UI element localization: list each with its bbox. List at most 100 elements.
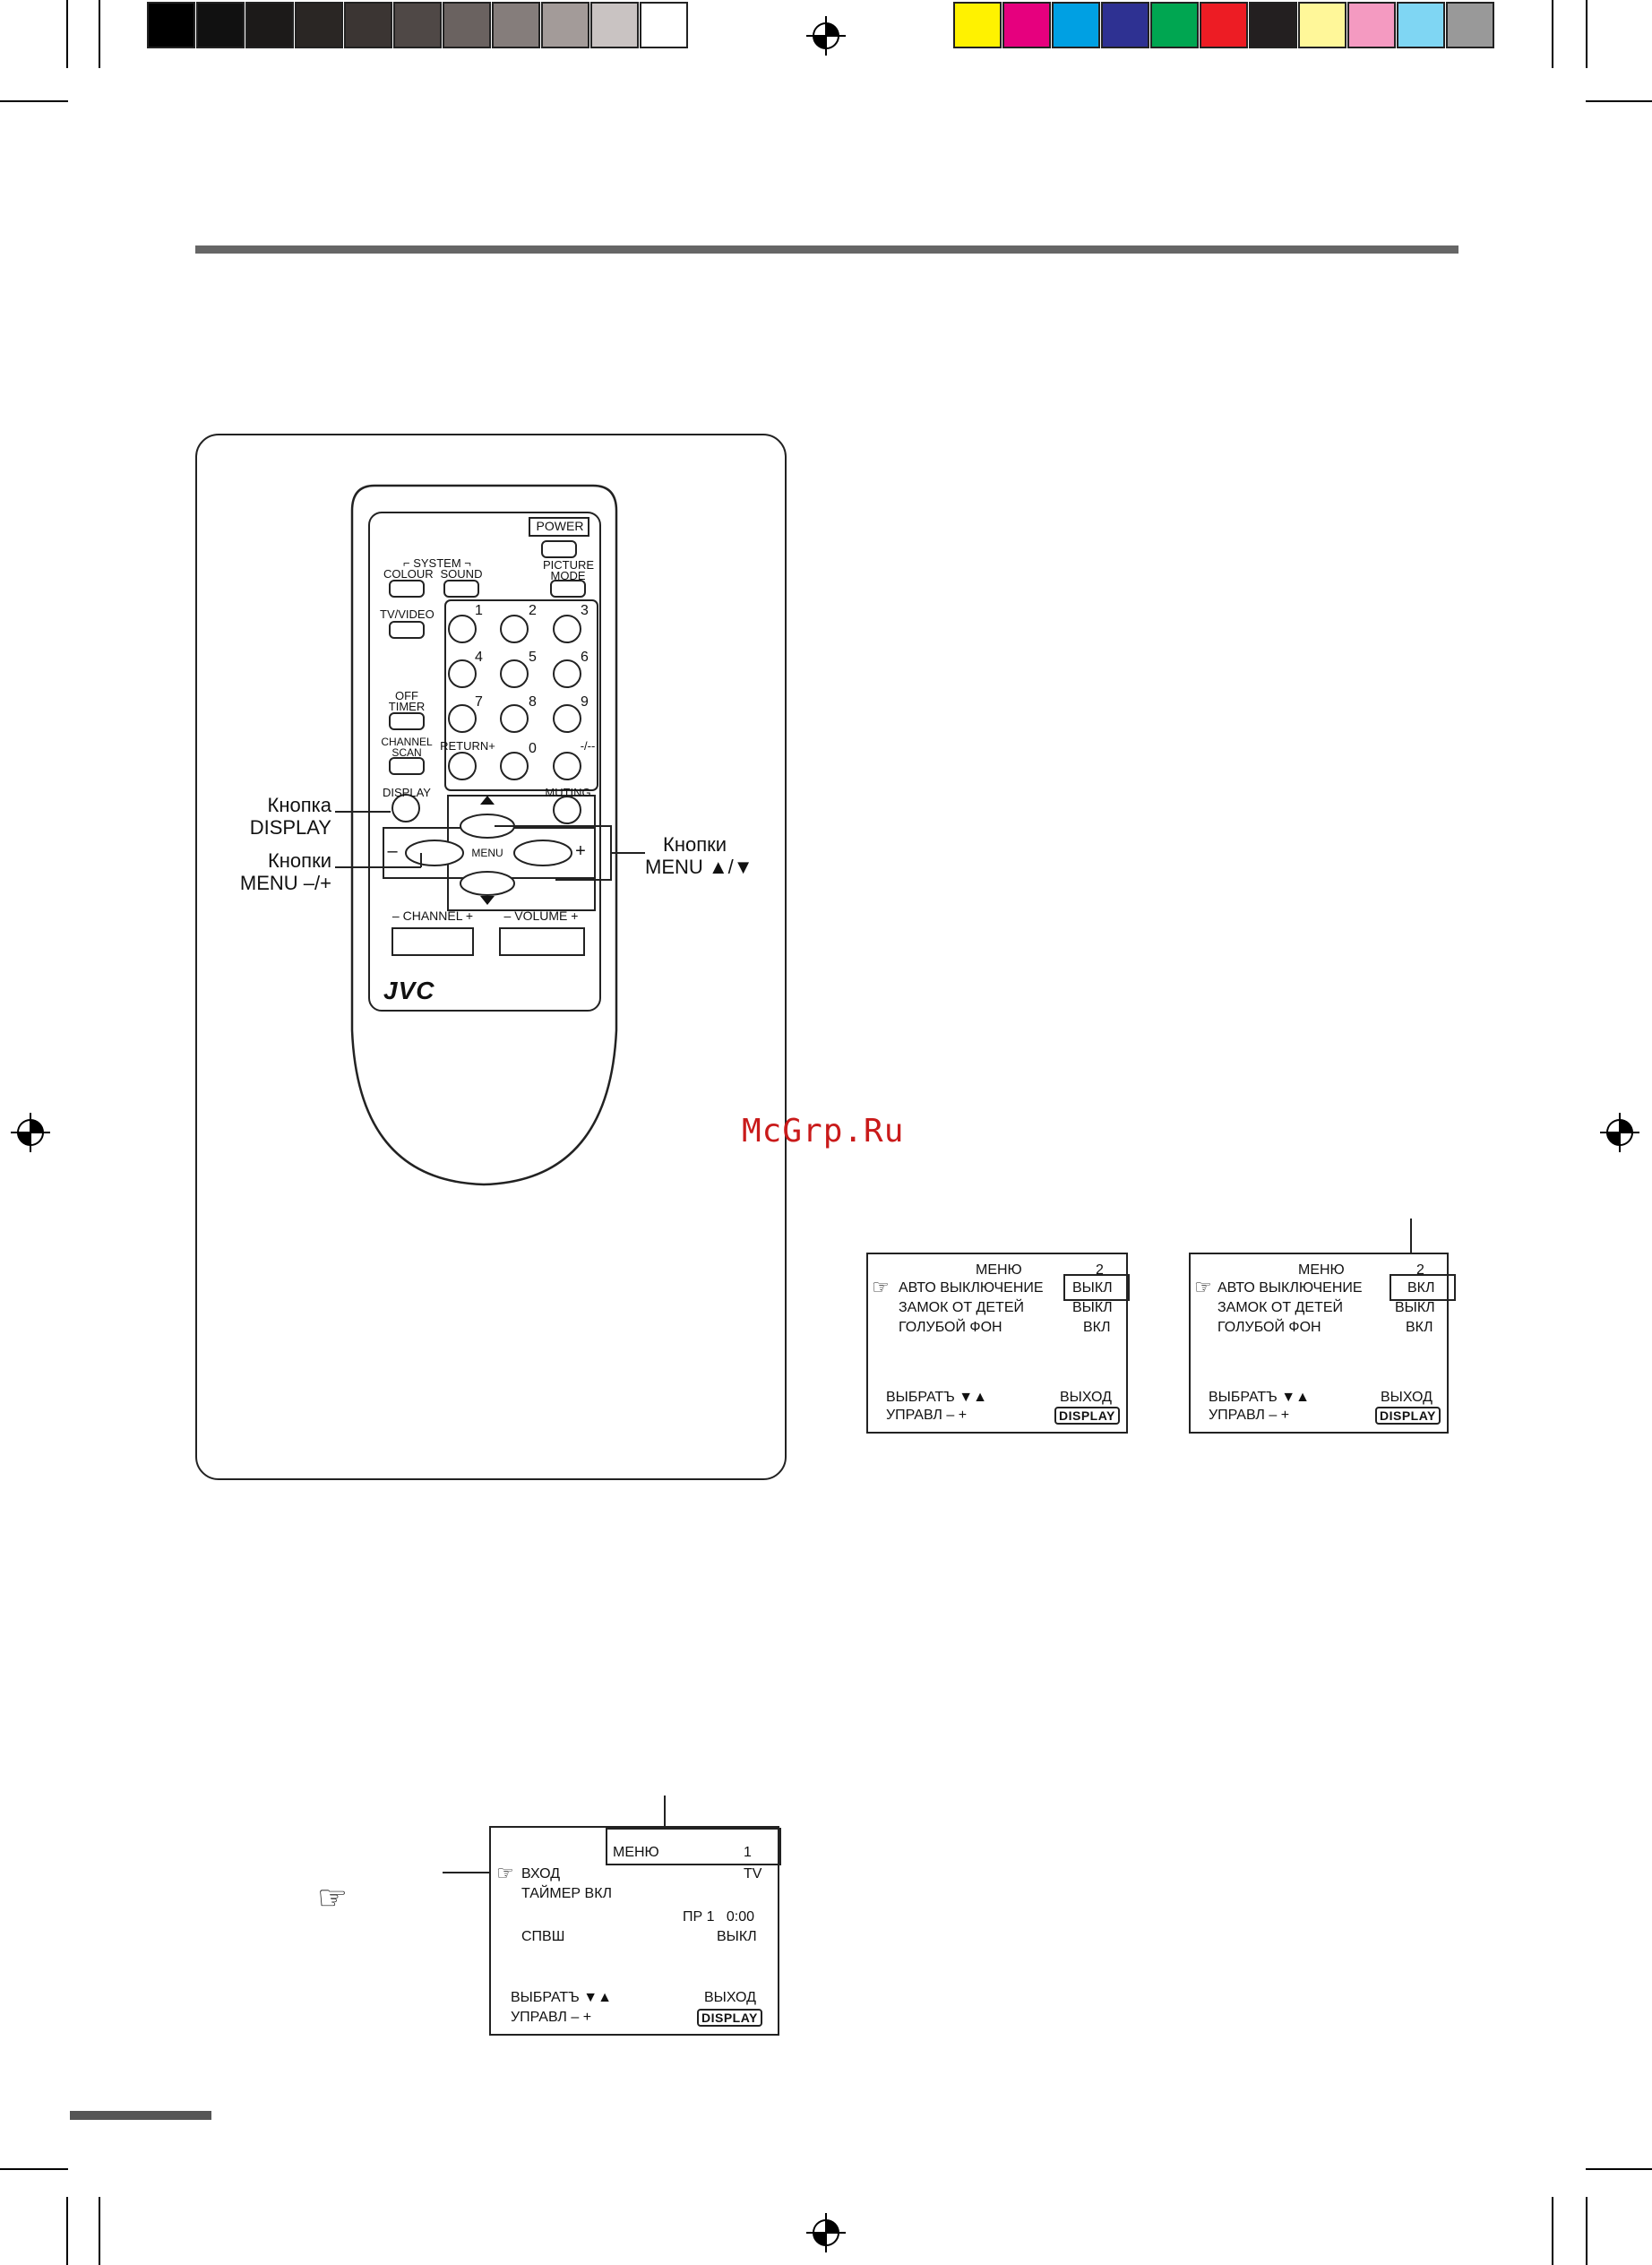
menu-plus-label: +	[575, 841, 586, 861]
crop-mark	[0, 100, 68, 102]
volume-rocker-text: VOLUME	[514, 909, 568, 923]
menu-row-child-lock: ЗАМОК ОТ ДЕТЕЙ	[899, 1300, 1024, 1315]
crop-mark	[1586, 2197, 1587, 2265]
menu-row-child-lock: ЗАМОК ОТ ДЕТЕЙ	[1217, 1300, 1343, 1315]
crop-mark	[1586, 0, 1587, 68]
display-button-callout: Кнопка DISPLAY	[206, 794, 331, 839]
registration-mark-icon	[11, 1113, 50, 1152]
gray-swatch	[295, 2, 343, 48]
crop-mark	[66, 0, 68, 68]
pointing-hand-icon: ☞	[317, 1880, 348, 1917]
gray-swatch	[541, 2, 589, 48]
menu-title: МЕНЮ	[1298, 1262, 1345, 1278]
display-key-badge: DISPLAY	[697, 2009, 762, 2027]
digit-4[interactable]: 4	[475, 650, 483, 665]
exit-hint: ВЫХОД	[1381, 1390, 1433, 1405]
gray-swatch	[147, 2, 195, 48]
menu-row-sleep: СПВШ	[521, 1929, 565, 1944]
crop-mark	[99, 0, 100, 68]
display-key-badge: DISPLAY	[1375, 1407, 1441, 1425]
color-swatch	[1347, 2, 1396, 48]
crop-mark	[1552, 0, 1553, 68]
timer-label: TIMER	[388, 700, 426, 713]
colour-button-label: COLOUR	[383, 567, 434, 581]
registration-mark-icon	[1600, 1113, 1639, 1152]
digit-7[interactable]: 7	[475, 694, 483, 710]
gray-swatch	[196, 2, 245, 48]
digit-1[interactable]: 1	[475, 603, 483, 618]
menu-screen-1: МЕНЮ 2 ☞ АВТО ВЫКЛЮЧЕНИЕ ВЫКЛ ЗАМОК ОТ Д…	[866, 1253, 1130, 1434]
color-swatch	[1101, 2, 1149, 48]
jvc-logo: JVC	[383, 977, 435, 1004]
power-button[interactable]: POWER	[536, 519, 584, 533]
title-highlight-box	[606, 1828, 781, 1865]
color-swatch	[1150, 2, 1199, 48]
menu-row-blue-back-value: ВКЛ	[1083, 1320, 1111, 1335]
digit-8[interactable]: 8	[529, 694, 537, 710]
system-text: SYSTEM	[413, 556, 461, 570]
dash-label: -/--	[580, 739, 596, 753]
menu-row-on-timer: ТАЙМЕР ВКЛ	[521, 1886, 613, 1901]
callout-line: DISPLAY	[249, 816, 331, 839]
menu-row-sleep-value: ВЫКЛ	[717, 1929, 757, 1944]
crop-mark	[1586, 100, 1652, 102]
color-swatch	[1397, 2, 1445, 48]
registration-mark-icon	[806, 16, 846, 56]
gray-swatch	[393, 2, 442, 48]
digit-0[interactable]: 0	[529, 741, 537, 756]
callout-line: MENU –/+	[239, 872, 331, 894]
muting-label: MUTING	[545, 786, 591, 799]
remote-panel	[195, 434, 787, 1480]
off-label: OFF	[395, 689, 418, 702]
menu-page: 2	[1096, 1262, 1104, 1278]
digit-6[interactable]: 6	[581, 650, 589, 665]
digit-5[interactable]: 5	[529, 650, 537, 665]
select-hint: ВЫБРАТЪ ▼▲	[886, 1390, 987, 1405]
color-swatch	[1249, 2, 1297, 48]
color-swatch	[953, 2, 1002, 48]
control-hint: УПРАВЛ – +	[511, 2010, 592, 2025]
value-highlight-box	[1063, 1274, 1130, 1301]
menu-screen-2: МЕНЮ 2 ☞ АВТО ВЫКЛЮЧЕНИЕ ВКЛ ЗАМОК ОТ ДЕ…	[1189, 1253, 1456, 1434]
system-label: ⌐ SYSTEM ¬	[403, 556, 471, 570]
tv-video-label: TV/VIDEO	[380, 607, 435, 621]
callout-line: Кнопки	[267, 849, 331, 872]
select-hint: ВЫБРАТЪ ▼▲	[1209, 1390, 1310, 1405]
menu-row-child-lock-value: ВЫКЛ	[1395, 1300, 1435, 1315]
exit-hint: ВЫХОД	[1060, 1390, 1112, 1405]
gray-swatch	[640, 2, 688, 48]
digit-3[interactable]: 3	[581, 603, 589, 618]
picture-label: PICTURE	[543, 558, 595, 572]
display-key-badge: DISPLAY	[1054, 1407, 1120, 1425]
control-hint: УПРАВЛ – +	[886, 1408, 968, 1423]
control-hint: УПРАВЛ – +	[1209, 1408, 1290, 1423]
color-swatch	[1298, 2, 1347, 48]
menu-row-on-timer-value: ПР 1 0:00	[683, 1909, 754, 1925]
menu-label: MENU	[471, 847, 503, 859]
menu-row-input-value: TV	[744, 1866, 762, 1882]
exit-hint: ВЫХОД	[704, 1990, 756, 2005]
sound-button-label: SOUND	[440, 567, 483, 581]
menu-page: 1	[744, 1845, 752, 1860]
menu-minus-label: –	[387, 841, 398, 861]
scan-label: SCAN	[391, 746, 422, 759]
mode-label: MODE	[550, 569, 586, 582]
color-swatch	[1200, 2, 1248, 48]
pointing-hand-icon: ☞	[1194, 1276, 1212, 1298]
gray-swatch	[344, 2, 392, 48]
menu-title: МЕНЮ	[613, 1845, 659, 1860]
digit-9[interactable]: 9	[581, 694, 589, 710]
channel-rocker-label: – CHANNEL +	[391, 909, 474, 923]
crop-mark	[99, 2197, 100, 2265]
return-label: RETURN+	[440, 739, 495, 753]
color-swatch	[1446, 2, 1494, 48]
color-swatch	[1002, 2, 1051, 48]
menu-row-blue-back-value: ВКЛ	[1406, 1320, 1433, 1335]
crop-mark	[66, 2197, 68, 2265]
menu-row-child-lock-value: ВЫКЛ	[1072, 1300, 1113, 1315]
watermark: McGrp.Ru	[742, 1113, 905, 1150]
digit-2[interactable]: 2	[529, 603, 537, 618]
gray-swatch	[492, 2, 540, 48]
crop-mark	[1586, 2168, 1652, 2170]
